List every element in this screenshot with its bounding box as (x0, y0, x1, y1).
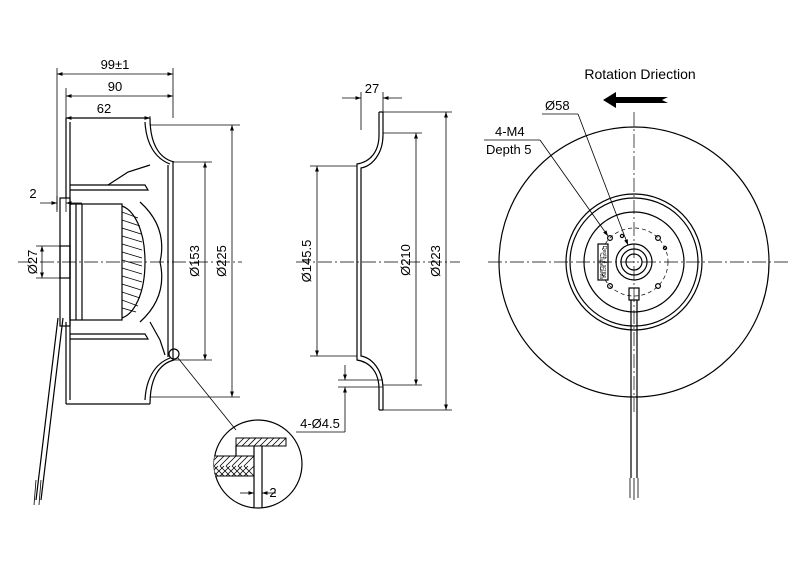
dim-62-label: 62 (97, 101, 111, 116)
small-hole (662, 245, 668, 251)
small-hole (619, 233, 625, 239)
thread-leader (539, 139, 609, 237)
dim-d223-label: Ø223 (428, 245, 443, 277)
blade-edge (107, 164, 151, 186)
thread-label: 4-M4 (495, 124, 525, 139)
detail-leader (177, 357, 237, 431)
label-sticker (597, 243, 609, 281)
shaft-circle (625, 253, 643, 271)
dim-d210-label: Ø210 (398, 244, 413, 276)
hub-inner-circle (620, 248, 648, 276)
depth-label: Depth 5 (486, 142, 532, 157)
m4-hole (606, 235, 613, 242)
blade-lower (70, 333, 150, 340)
dim-d145-label: Ø145.5 (299, 240, 314, 283)
inlet-ring-inner (144, 121, 171, 401)
sticker-text-line1: Depth 4 screw (601, 246, 607, 278)
dim-d27-label: Ø27 (25, 250, 40, 275)
inlet-ring-circle (565, 193, 703, 331)
cable-wire-ends (33, 479, 42, 506)
ring-outline-inner (356, 112, 380, 410)
motor-hub (59, 245, 71, 279)
rotation-arrow-icon (603, 92, 668, 108)
dim-2-label: 2 (29, 186, 36, 201)
cable-gland (628, 287, 640, 301)
shroud-outline (65, 117, 150, 405)
inlet-ring-inner-circle (569, 197, 699, 327)
ring-outline-outer (360, 112, 384, 410)
detail-section-top (235, 437, 287, 447)
blade-edge-lower (149, 321, 166, 356)
dim-d153-label: Ø153 (187, 245, 202, 277)
side-view: 99±1 90 62 2 Ø27 (18, 57, 242, 506)
motor-plate-circle (583, 211, 685, 313)
blade-upper (70, 184, 150, 191)
outer-rim-circle (498, 126, 770, 398)
detail-view: 2 (213, 419, 303, 509)
detail-dim-2-label: 2 (269, 485, 276, 500)
front-view: Depth 4 screw label area Rotation Driect… (484, 66, 790, 500)
dim-27-label: 27 (365, 81, 379, 96)
dim-d58-label: Ø58 (545, 98, 570, 113)
detail-callout-circle (168, 348, 180, 360)
bolt-pcd-circle (599, 227, 669, 297)
dim-d225-label: Ø225 (214, 245, 229, 277)
cable (35, 317, 64, 501)
front-cable (630, 300, 638, 478)
hub-circle (615, 243, 653, 281)
rotation-direction-label: Rotation Driection (584, 66, 695, 82)
m4-hole (654, 283, 661, 290)
d58-leader (577, 113, 629, 246)
inlet-ring-curve (149, 117, 175, 405)
rotor-fins (121, 205, 146, 319)
dim-90-label: 90 (108, 79, 122, 94)
impeller-curve (139, 201, 163, 323)
front-cable-wire-ends (629, 478, 639, 500)
dim-holes-label: 4-Ø4.5 (300, 416, 340, 431)
section-view: 27 Ø145.5 Ø210 Ø223 4-Ø4.5 (296, 81, 460, 433)
dim-overall-label: 99±1 (101, 57, 130, 72)
m4-hole (654, 235, 661, 242)
m4-hole (606, 283, 613, 290)
sticker-text-line2: label area (598, 257, 604, 279)
